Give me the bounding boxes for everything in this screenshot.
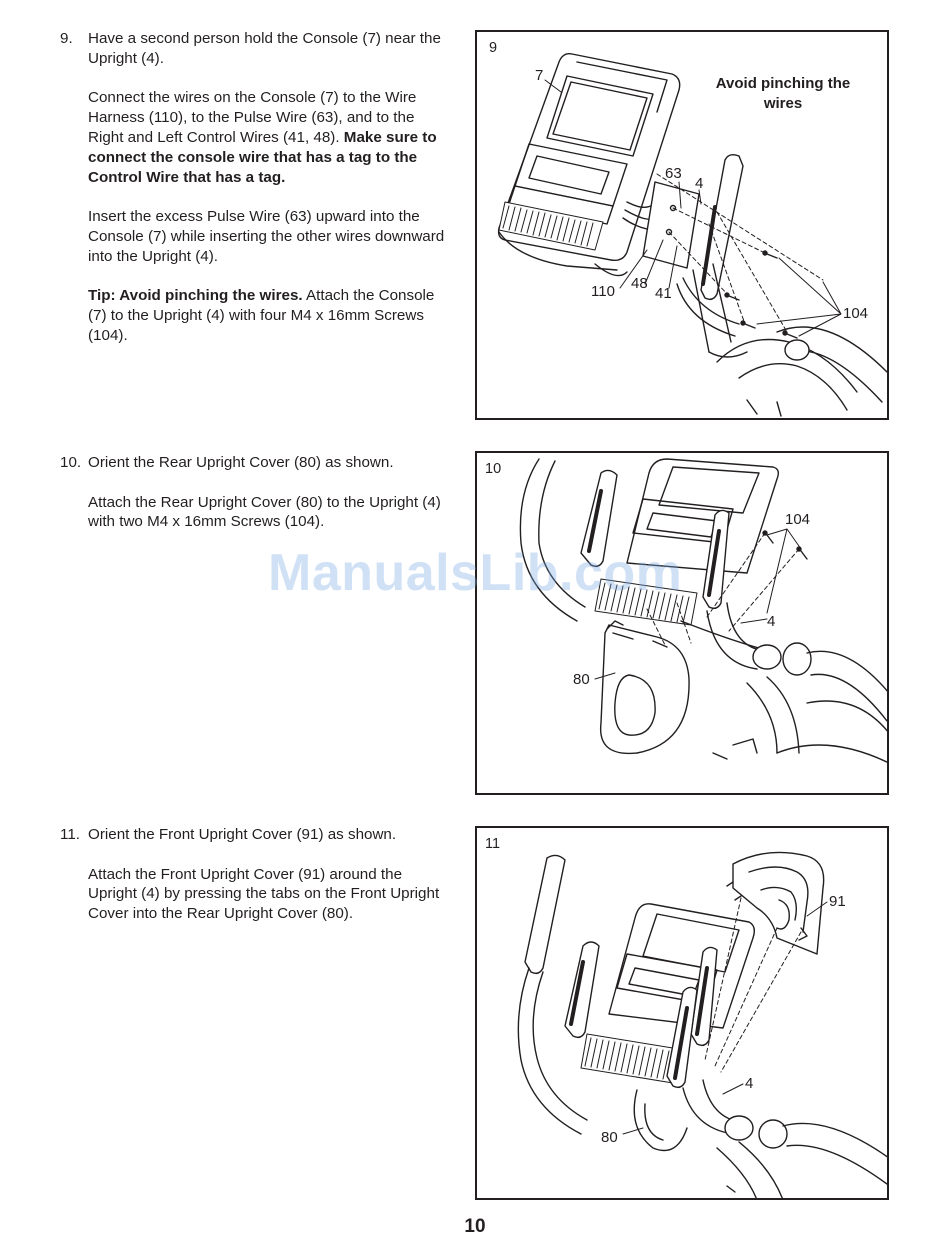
figure-10-illustration xyxy=(519,458,887,763)
figure-11: 11 91 4 80 xyxy=(475,826,889,1200)
step-11-instructions: 11. Orient the Front Upright Cover (91) … xyxy=(60,825,450,924)
step-11-paragraph-1: Orient the Front Upright Cover (91) as s… xyxy=(88,826,397,843)
callout-104: 104 xyxy=(785,511,811,528)
callout-4: 4 xyxy=(695,175,704,192)
figure-11-label: 11 xyxy=(485,836,501,852)
step-9-paragraph-2: Connect the wires on the Console (7) to … xyxy=(88,88,450,187)
figure-10-label: 10 xyxy=(485,461,502,477)
callout-63: 63 xyxy=(665,165,682,182)
figure-11-illustration xyxy=(517,851,887,1198)
watermark: ManualsLib.com xyxy=(268,544,683,602)
step-9-paragraph-1: Have a second person hold the Console (7… xyxy=(88,30,441,67)
step-10-paragraph-2: Attach the Rear Upright Cover (80) to th… xyxy=(88,493,441,531)
rear-upright-cover-80 xyxy=(599,620,690,755)
console-grille xyxy=(498,201,604,251)
step-9-paragraph-2-bold: Make sure to connect the console wire th… xyxy=(88,128,437,186)
console-grille xyxy=(594,578,698,626)
figure-9-label: 9 xyxy=(489,40,498,56)
step-9-paragraph-3: Insert the excess Pulse Wire (63) upward… xyxy=(88,208,445,265)
step-9-paragraph-4: Tip: Avoid pinching the wires. Attach th… xyxy=(88,286,450,345)
page-number: 10 xyxy=(464,1216,486,1237)
figure-9: 9 Avoid pinching the wires 7 63 4 110 48… xyxy=(475,30,889,420)
leader-lines xyxy=(544,79,842,337)
callout-7: 7 xyxy=(535,67,544,84)
step-9-instructions: 9. Have a second person hold the Console… xyxy=(60,29,450,346)
callout-80: 80 xyxy=(601,1129,618,1146)
dashed-guide-lines xyxy=(646,532,800,646)
step-9-tip-bold: Tip: Avoid pinching the wires. xyxy=(88,287,303,305)
step-10-instructions: 10. Orient the Rear Upright Cover (80) a… xyxy=(60,453,450,532)
figure-9-warning-note: Avoid pinching the wires xyxy=(715,75,851,112)
callout-4: 4 xyxy=(745,1075,754,1092)
step-11-paragraph-2: Attach the Front Upright Cover (91) arou… xyxy=(88,865,440,923)
dashed-guide-lines xyxy=(656,173,824,333)
step-9-number: 9. xyxy=(60,30,73,47)
leader-lines xyxy=(622,901,828,1135)
screws-104 xyxy=(762,530,808,560)
figure-9-illustration xyxy=(497,52,887,417)
front-upright-cover-91 xyxy=(726,851,825,955)
callout-110: 110 xyxy=(591,283,615,300)
callout-4: 4 xyxy=(767,613,776,630)
step-10-number: 10. xyxy=(60,454,82,471)
leader-lines xyxy=(594,528,802,680)
step-10-paragraph-1: Orient the Rear Upright Cover (80) as sh… xyxy=(88,454,394,471)
dashed-guide-lines xyxy=(704,897,802,1073)
step-11-number: 11. xyxy=(60,826,80,843)
callout-80: 80 xyxy=(573,671,590,688)
callout-104: 104 xyxy=(843,305,869,322)
callout-48: 48 xyxy=(631,275,648,292)
callout-41: 41 xyxy=(655,285,672,302)
step-9-paragraph-2-text: Connect the wires on the Console (7) to … xyxy=(88,89,417,146)
step-9-paragraph-4-text: Attach the Console (7) to the Upright (4… xyxy=(88,287,435,344)
callout-91: 91 xyxy=(829,893,846,910)
figure-10: 10 104 4 80 xyxy=(475,451,889,795)
screws-104 xyxy=(724,250,798,339)
